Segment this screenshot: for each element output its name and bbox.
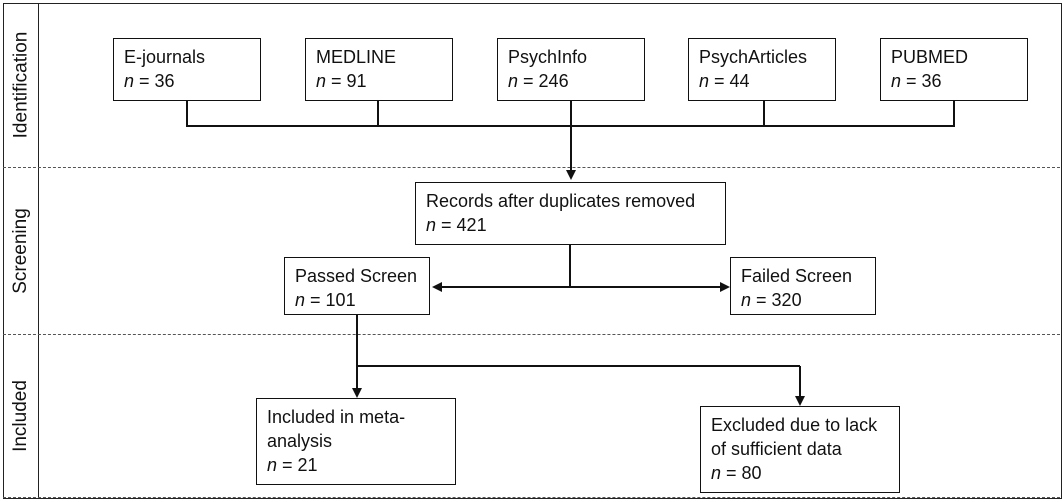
n-value: = 21 (282, 455, 318, 475)
source-label: MEDLINE (316, 47, 397, 67)
included-label-line2: analysis (267, 431, 333, 451)
n-value: = 80 (726, 463, 762, 483)
n-symbol: n (711, 463, 722, 483)
source-label: E-journals (124, 47, 206, 67)
failed-label: Failed Screen (741, 266, 853, 286)
source-box-pubmed: PUBMED n = 36 (880, 38, 1028, 101)
n-value: = 101 (310, 290, 356, 310)
stage-separator-bottom (3, 497, 1060, 498)
source-box-e-journals: E-journals n = 36 (113, 38, 261, 101)
passed-screen-box: Passed Screen n = 101 (284, 257, 430, 315)
n-symbol: n (124, 71, 135, 91)
n-value: = 320 (756, 290, 802, 310)
records-box: Records after duplicates removed n = 421 (415, 182, 726, 245)
excluded-box: Excluded due to lack of sufficient data … (700, 406, 900, 493)
included-box: Included in meta- analysis n = 21 (256, 398, 456, 485)
n-value: = 44 (714, 71, 750, 91)
n-symbol: n (508, 71, 519, 91)
stage-separator-1 (3, 167, 1060, 168)
source-box-medline: MEDLINE n = 91 (305, 38, 453, 101)
excluded-label-line2: of sufficient data (711, 439, 842, 459)
n-symbol: n (891, 71, 902, 91)
stage-separator-2 (3, 334, 1060, 335)
n-symbol: n (426, 215, 437, 235)
records-label: Records after duplicates removed (426, 191, 696, 211)
n-value: = 36 (139, 71, 175, 91)
passed-label: Passed Screen (295, 266, 418, 286)
failed-screen-box: Failed Screen n = 320 (730, 257, 876, 315)
included-label-line1: Included in meta- (267, 407, 406, 427)
source-box-psychinfo: PsychInfo n = 246 (497, 38, 645, 101)
source-label: PUBMED (891, 47, 969, 67)
n-symbol: n (741, 290, 752, 310)
n-symbol: n (295, 290, 306, 310)
n-symbol: n (267, 455, 278, 475)
source-label: PsychArticles (699, 47, 808, 67)
source-label: PsychInfo (508, 47, 588, 67)
diagram-frame (3, 3, 1062, 499)
n-value: = 246 (523, 71, 569, 91)
n-value: = 36 (906, 71, 942, 91)
n-symbol: n (316, 71, 327, 91)
n-value: = 421 (441, 215, 487, 235)
n-value: = 91 (331, 71, 367, 91)
excluded-label-line1: Excluded due to lack (711, 415, 878, 435)
stage-column (3, 3, 39, 497)
source-box-psycharticles: PsychArticles n = 44 (688, 38, 836, 101)
n-symbol: n (699, 71, 710, 91)
